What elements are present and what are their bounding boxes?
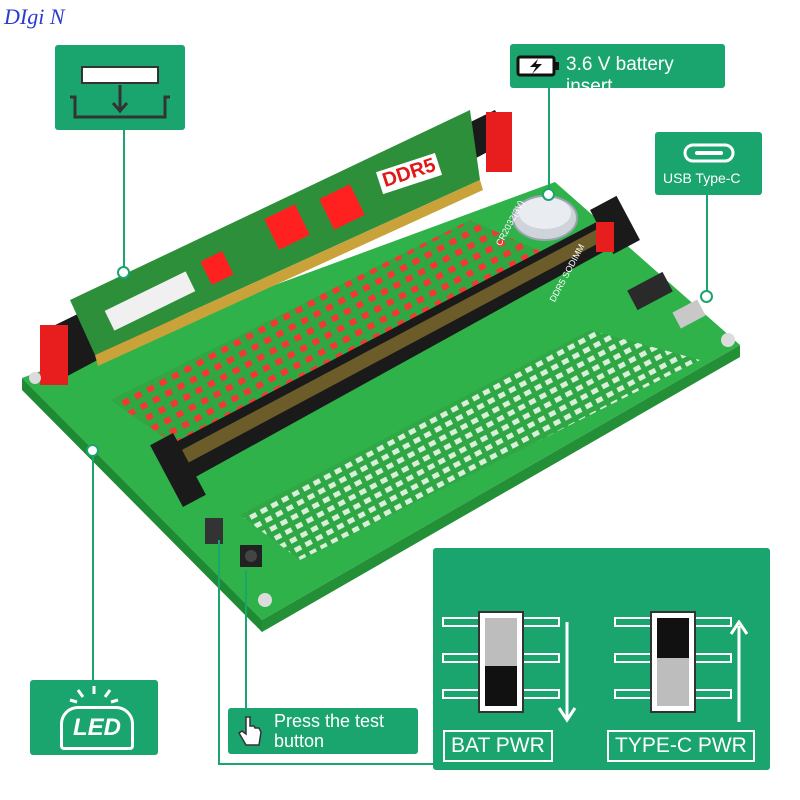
usb-callout-text: USB Type-C [663,170,741,186]
arrow-up-icon [729,620,749,722]
usb-callout: USB Type-C [655,132,762,195]
connector-dot-battery [542,188,555,201]
pcb-board [22,182,740,620]
watermark-text: DIgi N [4,4,65,29]
red-led-grid [110,220,560,455]
test-button-callout: Press the test button [228,708,418,754]
connector-line-switch [218,540,220,765]
bat-pwr-label: BAT PWR [443,730,553,762]
connector-line-test [245,570,247,710]
bat-pwr-switch-diagram [442,611,560,713]
led-callout-text: LED [60,706,134,750]
usb-c-port-icon [683,143,735,163]
typec-pwr-switch-diagram [614,611,732,713]
battery-callout-text: 3.6 V battery insert [566,54,674,97]
battery-icon [516,55,559,77]
pcb-edge-right [262,345,740,632]
connector-dot-insert [117,266,130,279]
connector-line-usb [706,195,708,295]
usb-c-port [672,299,706,329]
connector-line-battery [548,88,550,194]
connector-dot-usb [700,290,713,303]
led-callout: LED [30,680,158,755]
connector-line-led [92,448,94,680]
battery-callout: 3.6 V battery insert [510,44,725,97]
power-switch-callout: BAT PWR TYPE-C PWR [433,548,770,770]
connector-line-insert [123,130,125,272]
hand-pointer-icon [237,716,262,746]
pcb-edge [22,378,262,632]
connector-dot-led [86,444,99,457]
test-callout-line2: button [274,731,325,751]
connector-line-switch-h [218,763,433,765]
led-light-icon [69,686,119,704]
test-callout-line1: Press the test [274,711,385,731]
power-switch-part [205,518,223,544]
insert-module-callout [55,45,185,130]
insert-module-icon [70,66,170,119]
typec-pwr-label: TYPE-C PWR [607,730,755,762]
power-header [627,271,673,311]
arrow-down-icon [557,622,577,723]
white-led-grid [240,330,700,560]
